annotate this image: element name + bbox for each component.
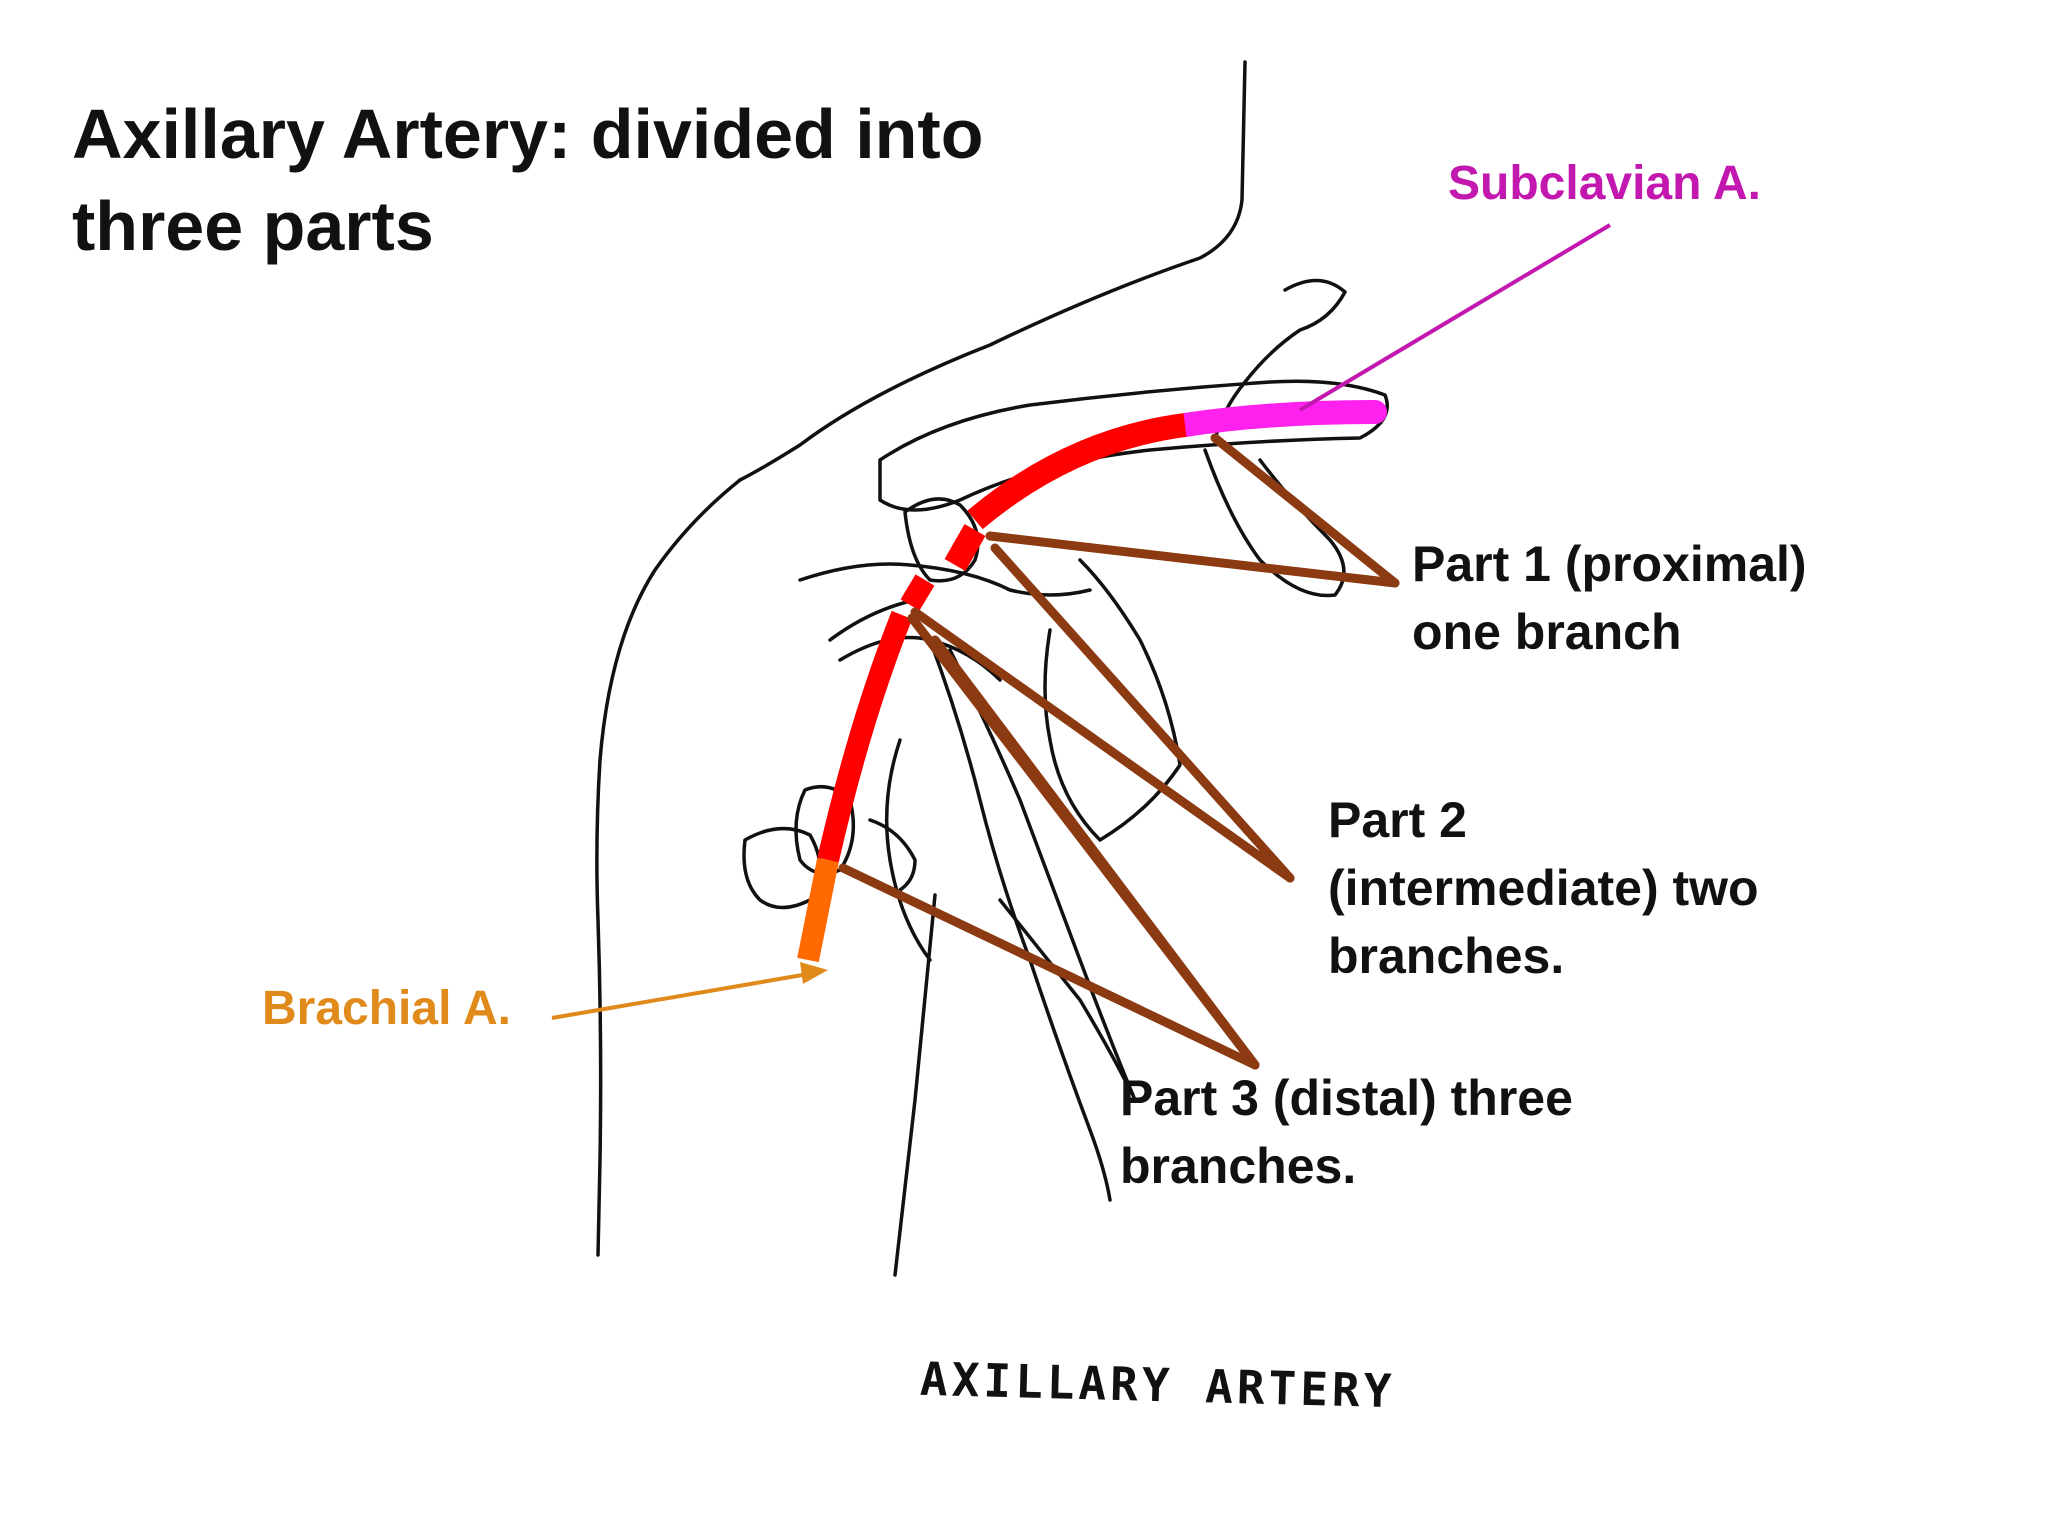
ulnar-nerve bbox=[948, 648, 1137, 1102]
axillary-artery-part1-end bbox=[944, 524, 986, 571]
part1-label: Part 1 (proximal) one branch bbox=[1412, 530, 1807, 666]
brachial-pointer bbox=[551, 970, 821, 1020]
subclavian-label: Subclavian A. bbox=[1448, 157, 1761, 210]
part2-label-line1: Part 2 bbox=[1328, 792, 1467, 848]
subclavian-pointer bbox=[1298, 223, 1612, 412]
inner-arm-outline bbox=[893, 893, 937, 1277]
part2-leader-a bbox=[990, 543, 1295, 883]
part2-leader-b bbox=[910, 607, 1295, 883]
part3-label-line1: Part 3 (distal) three bbox=[1120, 1070, 1573, 1126]
part1-leader-a bbox=[985, 531, 1400, 588]
brachial-label: Brachial A. bbox=[262, 982, 511, 1035]
branch-leader-lines bbox=[838, 433, 1400, 1070]
pointer-arrows bbox=[551, 223, 1612, 1020]
axillary-artery-part3 bbox=[817, 610, 913, 863]
part3-label-line2: branches. bbox=[1120, 1138, 1357, 1194]
subclavian-artery-segment bbox=[1173, 400, 1387, 437]
brachial-arrowhead bbox=[800, 962, 828, 984]
brachial-artery-segment bbox=[797, 857, 839, 963]
part2-label: Part 2 (intermediate) two branches. bbox=[1328, 786, 1759, 990]
part3-leader-b bbox=[930, 635, 1260, 1070]
part1-label-line2: one branch bbox=[1412, 604, 1682, 660]
axillary-artery-part1 bbox=[967, 413, 1187, 530]
axillary-artery-part2 bbox=[900, 574, 935, 611]
neck-shoulder-outline bbox=[738, 60, 1247, 482]
pectoralis-minor bbox=[1043, 558, 1182, 842]
lateral-cord-shape bbox=[868, 818, 1132, 1092]
musculocutaneous-nerve bbox=[884, 738, 932, 962]
coracoid-process bbox=[1213, 278, 1347, 442]
part2-label-line3: branches. bbox=[1328, 928, 1565, 984]
part3-leader-c bbox=[838, 863, 1260, 1070]
part1-label-line1: Part 1 (proximal) bbox=[1412, 536, 1807, 592]
part2-label-line2: (intermediate) two bbox=[1328, 860, 1759, 916]
diagram-title: Axillary Artery: divided into three part… bbox=[72, 95, 984, 265]
nerve-cords-upper bbox=[798, 562, 1092, 597]
humeral-head bbox=[903, 497, 980, 583]
arm-outline bbox=[595, 478, 742, 1257]
part3-label: Part 3 (distal) three branches. bbox=[1120, 1064, 1573, 1200]
shoulder-outline-sketch bbox=[595, 60, 1389, 1277]
artery-segments bbox=[797, 400, 1387, 963]
part1-leader-b bbox=[1210, 433, 1400, 588]
